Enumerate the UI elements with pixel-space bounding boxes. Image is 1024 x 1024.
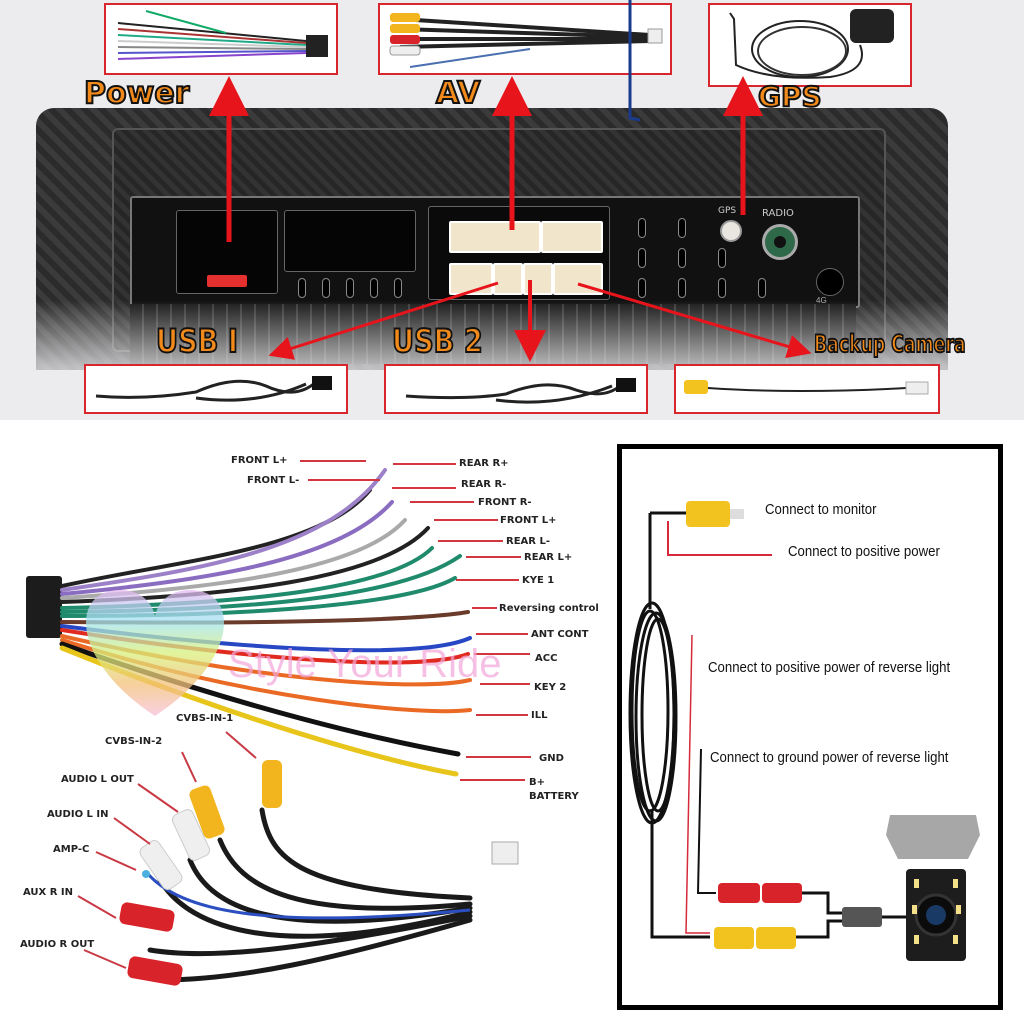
- gps-callout: GPS: [757, 79, 823, 114]
- rca-monitor-plug-icon: [686, 501, 730, 527]
- av-connector: [449, 221, 541, 253]
- label-rear-r-minus: REAR R-: [461, 479, 507, 490]
- gps-antenna-icon: [729, 9, 894, 79]
- label-rear-l-minus: REAR L-: [506, 536, 550, 547]
- backup-camera-cable-thumbnail: [674, 364, 940, 414]
- label-audio-l-in: AUDIO L IN: [47, 809, 109, 820]
- usb2-cable-thumbnail: [384, 364, 648, 414]
- audio-l-out-plug-icon: [171, 809, 211, 861]
- head-unit-rear-panel: GPS RADIO 4G: [0, 0, 1024, 420]
- label-rear-l-plus: REAR L+: [524, 552, 573, 563]
- red-plug-icon: [718, 883, 760, 903]
- label-kye-1: KYE 1: [522, 575, 555, 586]
- label-ground-reverse-light: Connect to ground power of reverse light: [710, 749, 949, 766]
- backup-camera-arrow: [577, 282, 812, 359]
- av-harness-icon: [389, 13, 663, 68]
- cvbs-in-2-plug-icon: [189, 785, 225, 839]
- power-harness-icon: [117, 10, 328, 60]
- camera-wiring-illustration: [628, 501, 980, 961]
- label-aux-r-in: AUX R IN: [23, 887, 74, 898]
- label-connect-to-positive-power: Connect to positive power: [788, 543, 940, 560]
- label-front-l-plus: FRONT L+: [231, 455, 288, 466]
- wiring-harness-diagram: Style Your Ride FRONT L+ FRONT L- REAR R…: [0, 440, 610, 1024]
- iso-connector-icon: [26, 576, 62, 638]
- label-gnd: GND: [539, 753, 564, 764]
- fuse-icon: [207, 275, 247, 287]
- label-audio-r-out: AUDIO R OUT: [20, 939, 95, 950]
- av-usb-port-block: [428, 206, 610, 300]
- label-ant-cont: ANT CONT: [531, 629, 589, 640]
- usb1-connector: [449, 263, 493, 295]
- av-callout: AV: [435, 75, 481, 112]
- usb-cable-icon: [95, 376, 332, 402]
- label-front-r-minus: FRONT R-: [478, 497, 532, 508]
- label-acc: ACC: [535, 653, 558, 664]
- label-cvbs-in-1: CVBS-IN-1: [176, 713, 234, 724]
- aux-r-in-plug-icon: [119, 902, 175, 932]
- usb2-connector: [493, 263, 523, 295]
- amp-c-wire-icon: [142, 870, 150, 878]
- label-amp-c: AMP-C: [53, 844, 90, 855]
- backup-camera-callout: Backup Camera: [813, 329, 966, 359]
- watermark-text: Style Your Ride: [228, 642, 502, 686]
- aux-connector: [541, 221, 603, 253]
- label-b-plus-battery: B+ BATTERY: [529, 777, 579, 802]
- label-rear-r-plus: REAR R+: [459, 458, 509, 469]
- label-connect-to-monitor: Connect to monitor: [765, 501, 877, 518]
- yellow-plug-icon: [714, 927, 754, 949]
- 4g-port: [816, 268, 844, 296]
- usb2-callout: USB 2: [391, 321, 484, 361]
- power-harness-illustration: [26, 460, 531, 986]
- label-front-l-plus-2: FRONT L+: [500, 515, 557, 526]
- connector-plate: GPS RADIO 4G: [130, 196, 860, 308]
- callout-arrows: [209, 0, 812, 362]
- usb-cable-icon: [405, 378, 636, 404]
- audio-l-in-plug-icon: [139, 840, 183, 890]
- power-harness-thumbnail: [104, 3, 338, 75]
- label-ill: ILL: [531, 710, 548, 721]
- power-callout: Power: [83, 75, 190, 112]
- gps-port-label: GPS: [718, 206, 737, 216]
- camera-bracket-icon: [886, 815, 980, 859]
- rca-cable-icon: [684, 380, 929, 395]
- radio-port-label: RADIO: [762, 208, 794, 219]
- backup-camera-wiring-diagram: Connect to monitor Connect to positive p…: [617, 444, 1003, 1010]
- gps-antenna-thumbnail: [708, 3, 912, 87]
- heart-watermark-icon: [86, 590, 224, 716]
- gps-antenna-port: [720, 220, 742, 242]
- blue-antenna-wire: [628, 0, 641, 122]
- audio-r-out-plug-icon: [127, 956, 183, 986]
- label-front-l-minus: FRONT L-: [247, 475, 300, 486]
- usb1-callout: USB I: [155, 321, 239, 361]
- label-cvbs-in-2: CVBS-IN-2: [105, 736, 163, 747]
- radio-antenna-port: [762, 224, 798, 260]
- label-key-2: KEY 2: [534, 682, 567, 693]
- label-positive-reverse-light: Connect to positive power of reverse lig…: [708, 659, 951, 676]
- av-harness-thumbnail: [378, 3, 672, 75]
- camera-connector-icon: [842, 907, 882, 927]
- usb1-cable-thumbnail: [84, 364, 348, 414]
- cvbs-in-1-plug-icon: [262, 760, 282, 808]
- av-harness-connector-icon: [491, 841, 519, 865]
- power-wire: [667, 521, 772, 556]
- label-reversing-control: Reversing control: [499, 603, 599, 614]
- label-audio-l-out: AUDIO L OUT: [61, 774, 134, 785]
- blank-cover: [284, 210, 416, 272]
- usb1-arrow: [268, 281, 499, 360]
